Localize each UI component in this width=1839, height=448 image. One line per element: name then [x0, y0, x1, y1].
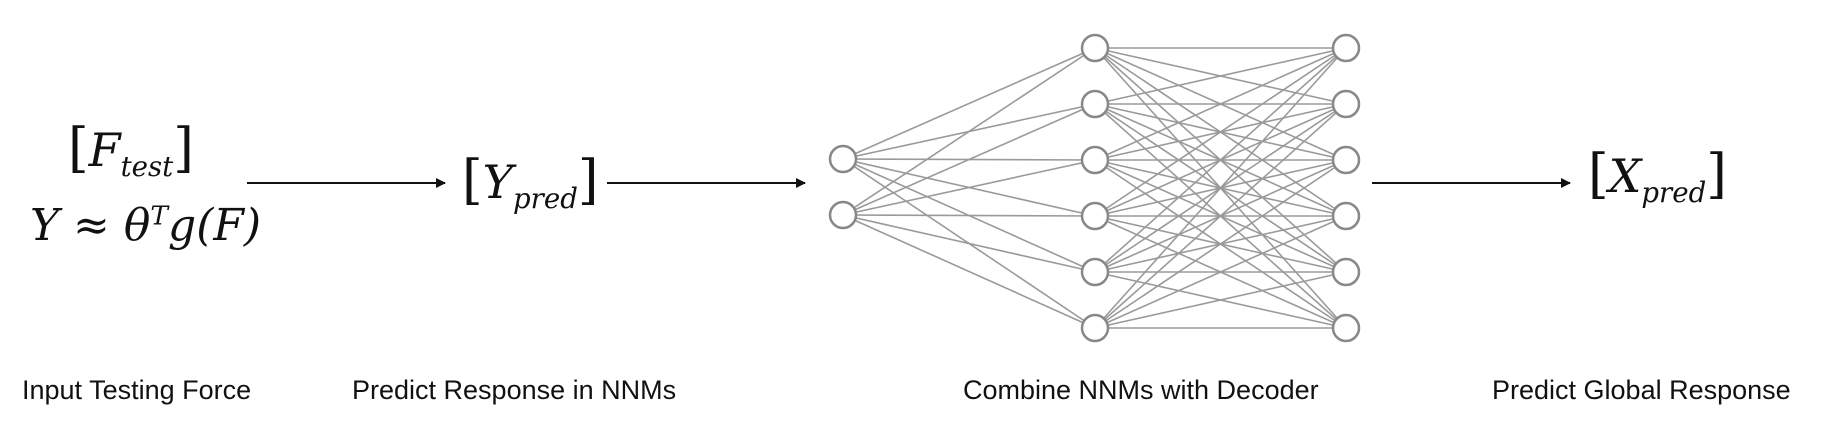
predicted-global-response: [Xpred] — [1588, 144, 1727, 209]
theta-symbol: θ — [123, 200, 151, 251]
approx-symbol: ≈ — [73, 200, 110, 251]
network-edge — [1094, 47, 1347, 161]
network-edge — [842, 214, 1096, 273]
network-nodes — [828, 33, 1361, 343]
network-edge — [842, 47, 1096, 160]
input-layer-node — [828, 144, 858, 174]
output-layer-node — [1331, 145, 1361, 175]
y-symbol: Y — [482, 155, 514, 209]
left-bracket: [ — [462, 150, 483, 211]
hidden-layer-node — [1080, 313, 1110, 343]
network-edge — [1094, 47, 1347, 217]
model-lhs: Y — [30, 200, 60, 251]
network-edge — [1094, 271, 1347, 329]
network-edge — [1094, 159, 1347, 329]
output-layer-node — [1331, 313, 1361, 343]
regression-model-equation: Y ≈ θTg(F) — [30, 200, 261, 251]
output-layer-node — [1331, 33, 1361, 63]
left-bracket: [ — [68, 118, 89, 179]
input-force-vector: [Ftest] — [68, 118, 194, 183]
predicted-nnm-response: [Ypred] — [462, 150, 599, 215]
hidden-layer-node — [1080, 145, 1110, 175]
output-layer-node — [1331, 257, 1361, 287]
right-bracket: ] — [1706, 144, 1727, 205]
test-subscript: test — [120, 150, 174, 184]
network-edge — [842, 103, 1096, 216]
network-edges — [842, 47, 1347, 329]
output-layer-node — [1331, 201, 1361, 231]
model-rhs: g(F) — [168, 200, 262, 251]
network-edge — [1094, 103, 1347, 329]
output-layer-node — [1331, 89, 1361, 119]
network-edge — [1094, 47, 1347, 273]
left-bracket: [ — [1588, 144, 1609, 205]
right-bracket: ] — [577, 150, 599, 211]
caption-predict-global-response: Predict Global Response — [1492, 375, 1791, 405]
x-symbol: X — [1608, 149, 1642, 203]
network-edge — [1094, 47, 1347, 105]
hidden-layer-node — [1080, 201, 1110, 231]
hidden-layer-node — [1080, 89, 1110, 119]
hidden-layer-node — [1080, 33, 1110, 63]
network-edge — [842, 47, 1096, 216]
caption-predict-nnm-response: Predict Response in NNMs — [352, 375, 677, 405]
right-bracket: ] — [173, 118, 194, 179]
caption-combine-decoder: Combine NNMs with Decoder — [963, 375, 1319, 405]
network-edge — [1094, 47, 1347, 329]
network-edge — [1094, 215, 1347, 329]
input-layer-node — [828, 200, 858, 230]
pred-subscript: pred — [1641, 176, 1707, 210]
caption-input-testing-force: Input Testing Force — [22, 375, 252, 405]
network-edge — [842, 214, 1096, 329]
hidden-layer-node — [1080, 257, 1110, 287]
pred-subscript: pred — [513, 182, 578, 216]
network-edge — [842, 159, 1096, 216]
force-symbol: F — [88, 123, 121, 177]
network-edge — [842, 214, 1096, 217]
transpose-superscript: T — [150, 200, 169, 232]
